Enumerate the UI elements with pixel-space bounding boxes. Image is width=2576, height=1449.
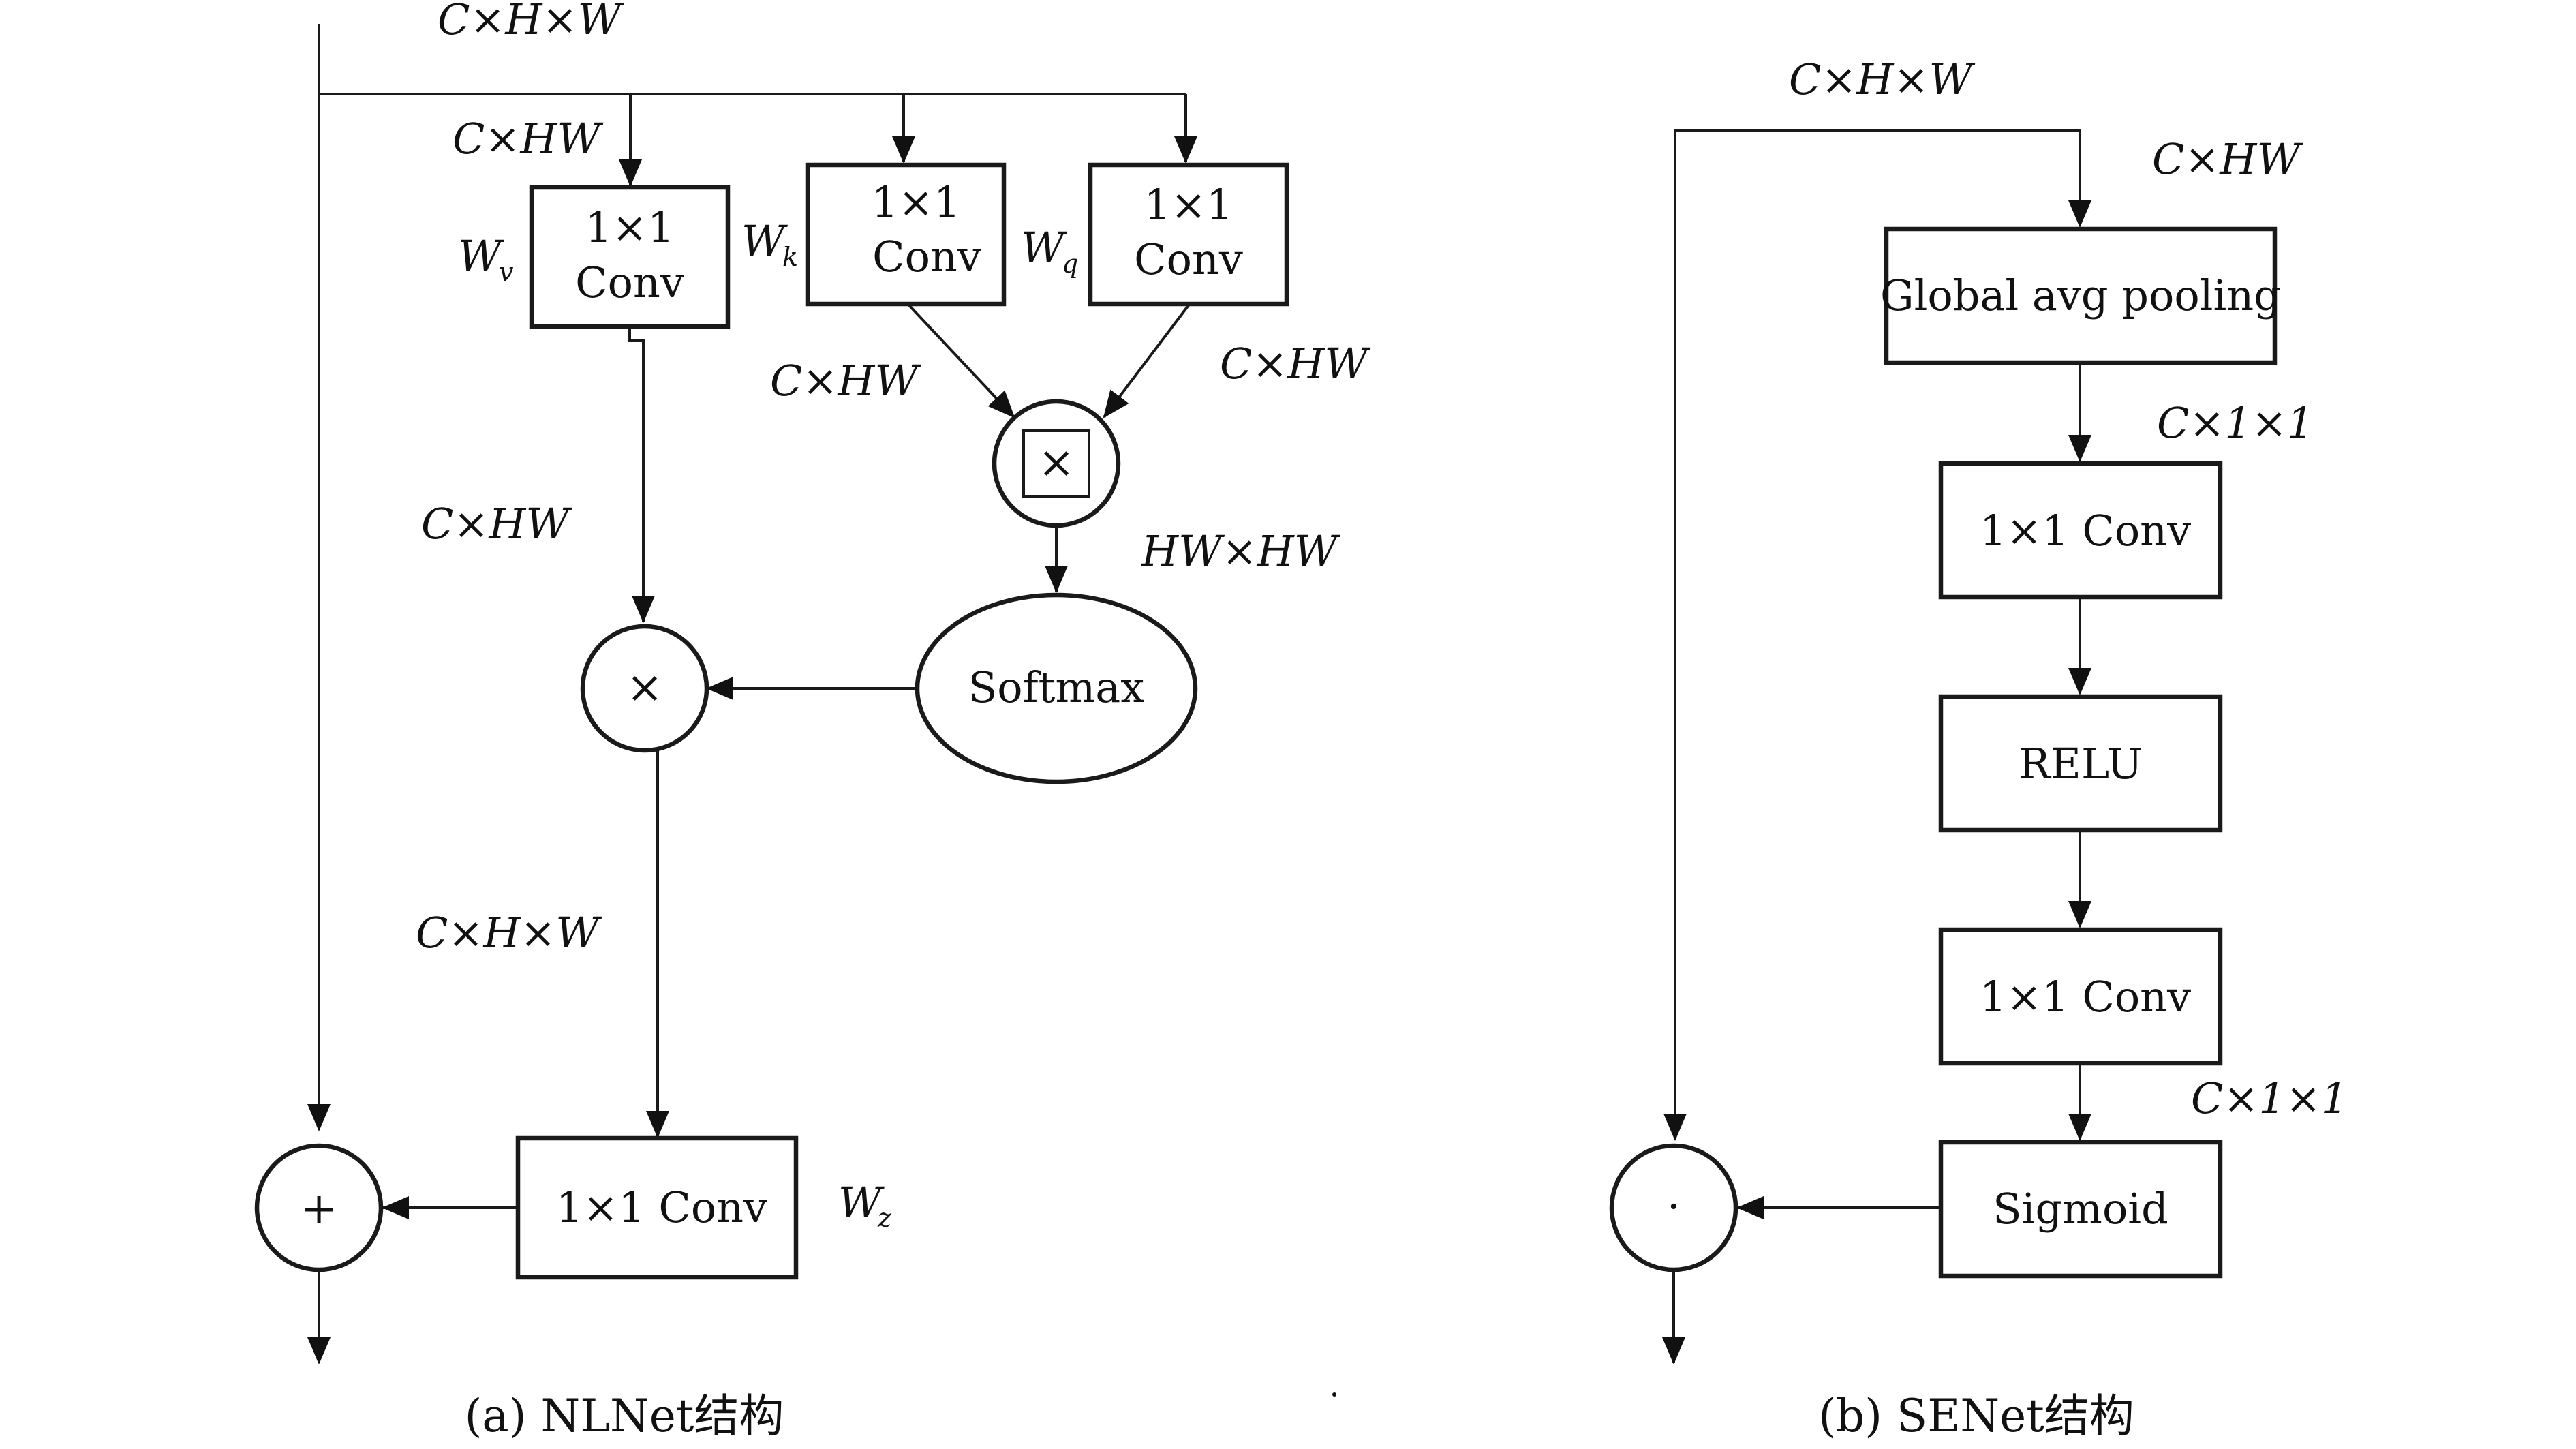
- conv-k-line2: Conv: [872, 232, 981, 281]
- conv-v-weight-sub: v: [499, 257, 514, 287]
- se-conv2-label: 1×1 Conv: [1980, 972, 2191, 1022]
- conv-z-box: [515, 1135, 799, 1280]
- conv-q-box: [1088, 162, 1289, 307]
- sigmoid-label: Sigmoid: [1993, 1184, 2168, 1234]
- mult-out-dim: C×H×W: [416, 908, 602, 958]
- conv-v-line2: Conv: [575, 258, 684, 307]
- senet-diagram: C×H×W C×HW Global avg pooling C×1×1 1×1 …: [1609, 55, 2348, 1442]
- conv-k-out-dim: C×HW: [770, 356, 921, 406]
- conv-k-line1: 1×1: [872, 177, 961, 227]
- conv-k-weight-sub: k: [782, 242, 798, 272]
- conv-v-weight: W: [458, 231, 504, 281]
- conv-q-weight: W: [1021, 223, 1067, 273]
- conv-v-in-dim: C×HW: [453, 114, 603, 164]
- conv-z-weight-sub: z: [877, 1203, 892, 1233]
- nlnet-input-dim: C×H×W: [438, 0, 624, 44]
- pooling-out-dim: C×1×1: [2157, 398, 2314, 448]
- relu-label: RELU: [2019, 739, 2143, 789]
- conv-z-label: 1×1 Conv: [556, 1183, 767, 1232]
- stray-dot: [1332, 1392, 1336, 1397]
- conv-q-weight-sub: q: [1062, 249, 1078, 279]
- conv-v-line1: 1×1: [585, 202, 675, 252]
- conv-k-box: [805, 162, 1007, 307]
- matmul-symbol: ×: [1038, 438, 1075, 488]
- arrow-k-to-matmul: [908, 304, 1015, 418]
- se-conv1-label: 1×1 Conv: [1980, 506, 2191, 555]
- arrow-q-to-matmul: [1103, 304, 1190, 418]
- senet-input-dim: C×H×W: [1789, 55, 1975, 104]
- conv-q-line1: 1×1: [1144, 180, 1233, 230]
- mult-node: [580, 624, 709, 753]
- conv-k-weight: W: [741, 216, 788, 266]
- arrow-v-to-mult: [628, 326, 655, 623]
- softmax-label: Softmax: [968, 662, 1144, 712]
- conv2-out-dim: C×1×1: [2191, 1073, 2348, 1123]
- conv-q-line2: Conv: [1134, 234, 1243, 284]
- scale-symbol: ·: [1667, 1182, 1681, 1232]
- relu-box: [1938, 694, 2223, 833]
- pooling-label: Global avg pooling: [1880, 271, 2281, 320]
- matmul-inner-square: [1022, 429, 1090, 498]
- pooling-in-dim: C×HW: [2152, 134, 2303, 184]
- se-conv2-box: [1938, 927, 2223, 1066]
- nlnet-caption: (a) NLNet结构: [465, 1390, 784, 1442]
- mult-symbol: ×: [626, 662, 663, 713]
- conv-z-weight: W: [838, 1178, 885, 1227]
- conv-v-box: [529, 185, 731, 329]
- add-symbol: +: [301, 1184, 337, 1234]
- conv-v-out-dim: C×HW: [421, 499, 572, 549]
- matmul-out-dim: HW×HW: [1141, 526, 1340, 576]
- nlnet-diagram: C×H×W C×HW 1×1 Conv W v 1×1 Conv W k 1×1…: [254, 0, 1370, 1442]
- conv-q-out-dim: C×HW: [1220, 339, 1370, 388]
- pooling-box: [1884, 226, 2278, 365]
- senet-caption: (b) SENet结构: [1818, 1390, 2134, 1442]
